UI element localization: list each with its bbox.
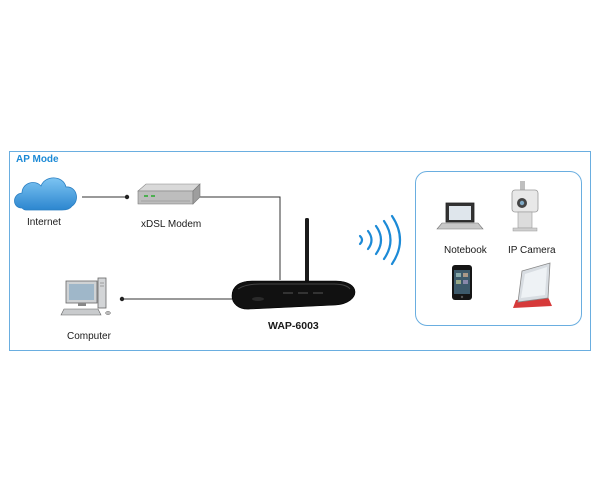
wireless-devices-box — [415, 171, 582, 326]
panel-title: AP Mode — [16, 154, 59, 165]
wifi-waves-icon — [358, 214, 402, 266]
computer-label: Computer — [67, 331, 111, 342]
connection-lines — [82, 196, 281, 300]
tablet-icon — [513, 262, 552, 308]
ip-camera-label: IP Camera — [508, 245, 556, 256]
internet-label: Internet — [27, 217, 61, 228]
ap-mode-panel: AP Mode — [9, 151, 591, 351]
antenna-icon — [305, 218, 309, 290]
notebook-icon — [436, 202, 484, 230]
cloud-icon — [14, 177, 77, 211]
modem-router-link — [200, 196, 281, 280]
router-label: WAP-6003 — [268, 320, 319, 332]
smartphone-icon — [452, 265, 472, 300]
link-dot — [119, 296, 125, 302]
computer-icon — [60, 277, 111, 316]
notebook-label: Notebook — [444, 245, 487, 256]
router-icon — [231, 218, 356, 310]
modem-label: xDSL Modem — [141, 219, 202, 230]
ip-camera-icon — [511, 181, 539, 232]
link-dot — [124, 194, 130, 200]
modem-icon — [137, 183, 201, 205]
